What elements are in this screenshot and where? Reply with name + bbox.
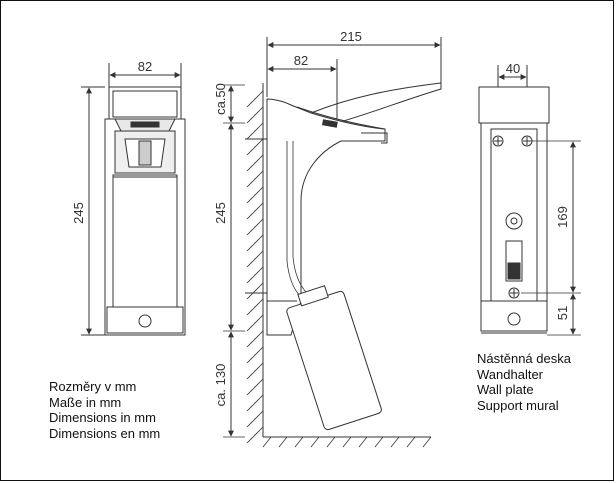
units-legend-line: Dimensions in mm	[49, 410, 156, 425]
plate-bottom-offset-label: 51	[555, 306, 570, 320]
units-legend-line: Rozměry v mm	[49, 379, 137, 394]
side-total-width-label: 215	[340, 29, 362, 44]
units-legend-line: Dimensions en mm	[49, 425, 161, 441]
side-body-width-label: 82	[294, 53, 308, 68]
front-height-label: 245	[71, 202, 86, 224]
front-width-label: 82	[138, 59, 152, 74]
units-legend: Rozměry v mm Maße in mm Dimensions in mm…	[49, 379, 160, 441]
wall-plate-legend-line: Nástěnná deska	[477, 351, 571, 366]
wall-plate-view	[478, 65, 581, 336]
plate-hole-spacing-label: 169	[555, 206, 570, 228]
wall-plate-legend-line: Wall plate	[477, 382, 534, 397]
wall-plate-legend-line: Support mural	[477, 397, 559, 413]
side-height-label: 245	[213, 202, 228, 224]
wall-plate-legend: Nástěnná deska Wandhalter Wall plate Sup…	[477, 351, 571, 413]
front-view	[81, 63, 186, 336]
wall-plate-legend-line: Wandhalter	[477, 366, 543, 382]
side-view	[223, 37, 442, 448]
units-legend-line: Maße in mm	[49, 394, 122, 410]
side-bottom-offset-label: ca. 130	[213, 364, 228, 407]
plate-width-label: 40	[506, 61, 520, 76]
side-top-offset-label: ca.50	[213, 83, 228, 115]
